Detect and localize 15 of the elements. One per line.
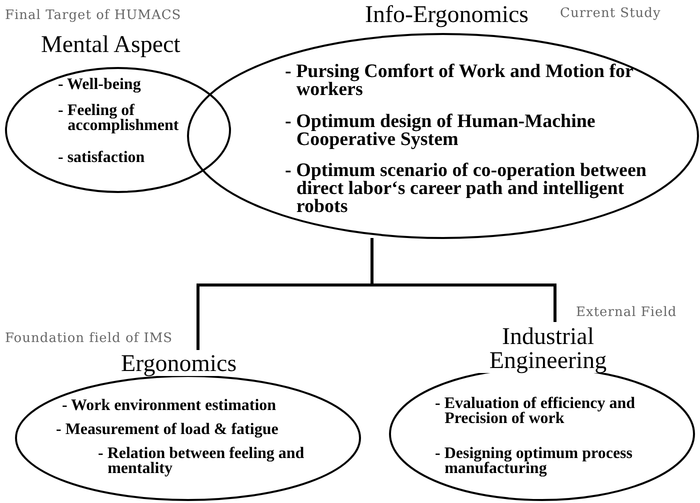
field-note: Foundation field of IMS (5, 331, 173, 346)
bullet-item: - Well-being (58, 77, 142, 92)
field-note: Final Target of HUMACS (5, 8, 182, 23)
bullet-item: - Relation between feeling and mentality (98, 446, 306, 476)
bullet-item: - Designing optimum process manufacturing (435, 446, 634, 476)
bullet-item: - Feeling of accomplishment (58, 103, 180, 134)
bullet-item: - Work environment estimation (62, 398, 278, 414)
bullet-item: - Optimum scenario of co-operation between direct labor‘s career path and intelligent robots (285, 162, 648, 216)
bullet-item: - Optimum design of Human-Machine Cooperative System (285, 113, 596, 150)
bullet-item: - satisfaction (58, 150, 146, 166)
bullet-item: - Evaluation of efficiency and Precision of work (435, 396, 636, 426)
field-note: Current Study (560, 6, 661, 21)
bullet-item: - Measurement of load & fatigue (56, 422, 280, 438)
field-note: External Field (576, 305, 677, 320)
bullet-item: - Pursing Comfort of Work and Motion for workers (285, 63, 634, 100)
